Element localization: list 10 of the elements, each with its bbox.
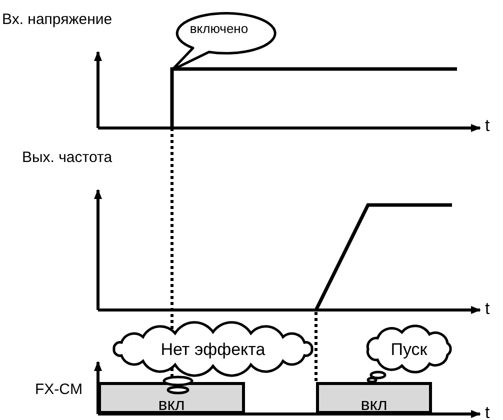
axis-label: t [485,300,490,317]
axis-label: Вых. частота [22,150,112,165]
axis-label: Вх. напряжение [2,12,112,27]
cloud-text: Пуск [390,341,428,358]
axis-label: FX-CM [35,382,82,397]
pulse-block [316,382,432,414]
axis-label: t [485,404,490,420]
pulse-text: вкл [157,396,186,413]
pulse-text: вкл [360,396,388,413]
axis-label: t [485,117,490,134]
